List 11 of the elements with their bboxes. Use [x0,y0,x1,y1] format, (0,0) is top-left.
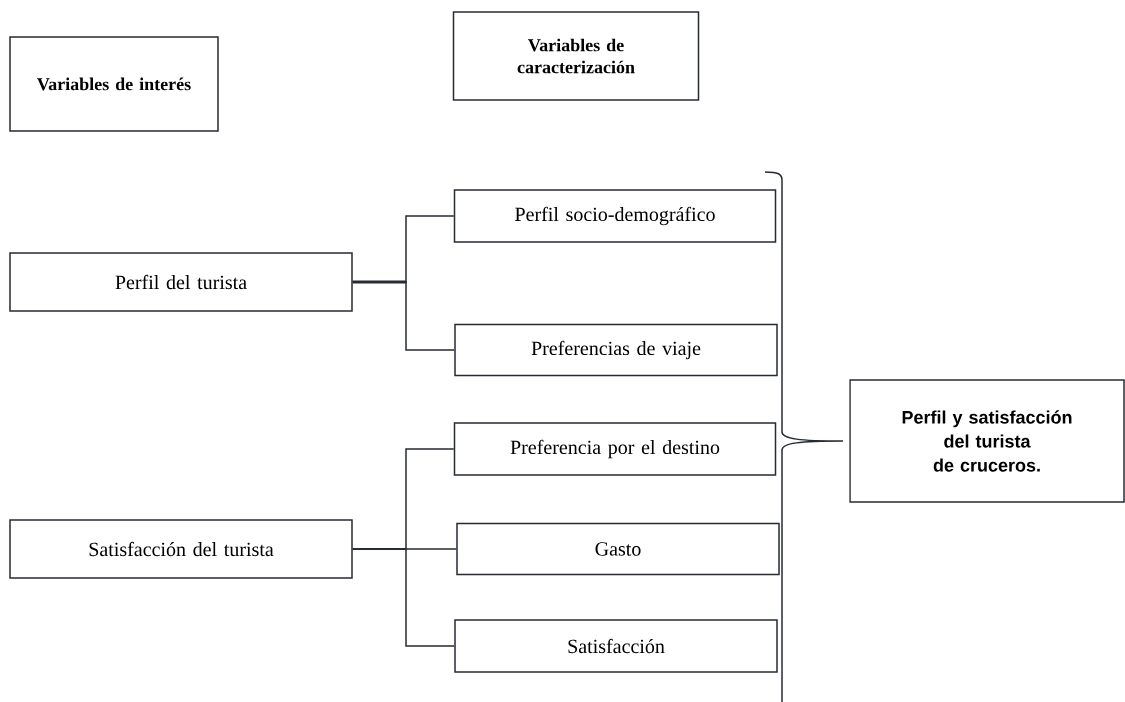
variable-box: Preferencia por el destino [453,422,777,476]
variable-box: Satisfacción del turista [9,519,353,579]
connector-line [352,548,455,647]
variable-box: Satisfacción [454,619,778,673]
result-box: Perfil y satisfacción del turista de cruceros. [849,379,1125,503]
header-box: Variables de caracterización [452,11,700,101]
header-box: Variables de interés [9,36,219,132]
variable-box: Gasto [456,522,780,576]
variable-box: Preferencias de viaje [454,323,778,377]
variable-box: Perfil del turista [9,252,353,312]
variable-box: Perfil socio-demográfico [453,189,777,243]
